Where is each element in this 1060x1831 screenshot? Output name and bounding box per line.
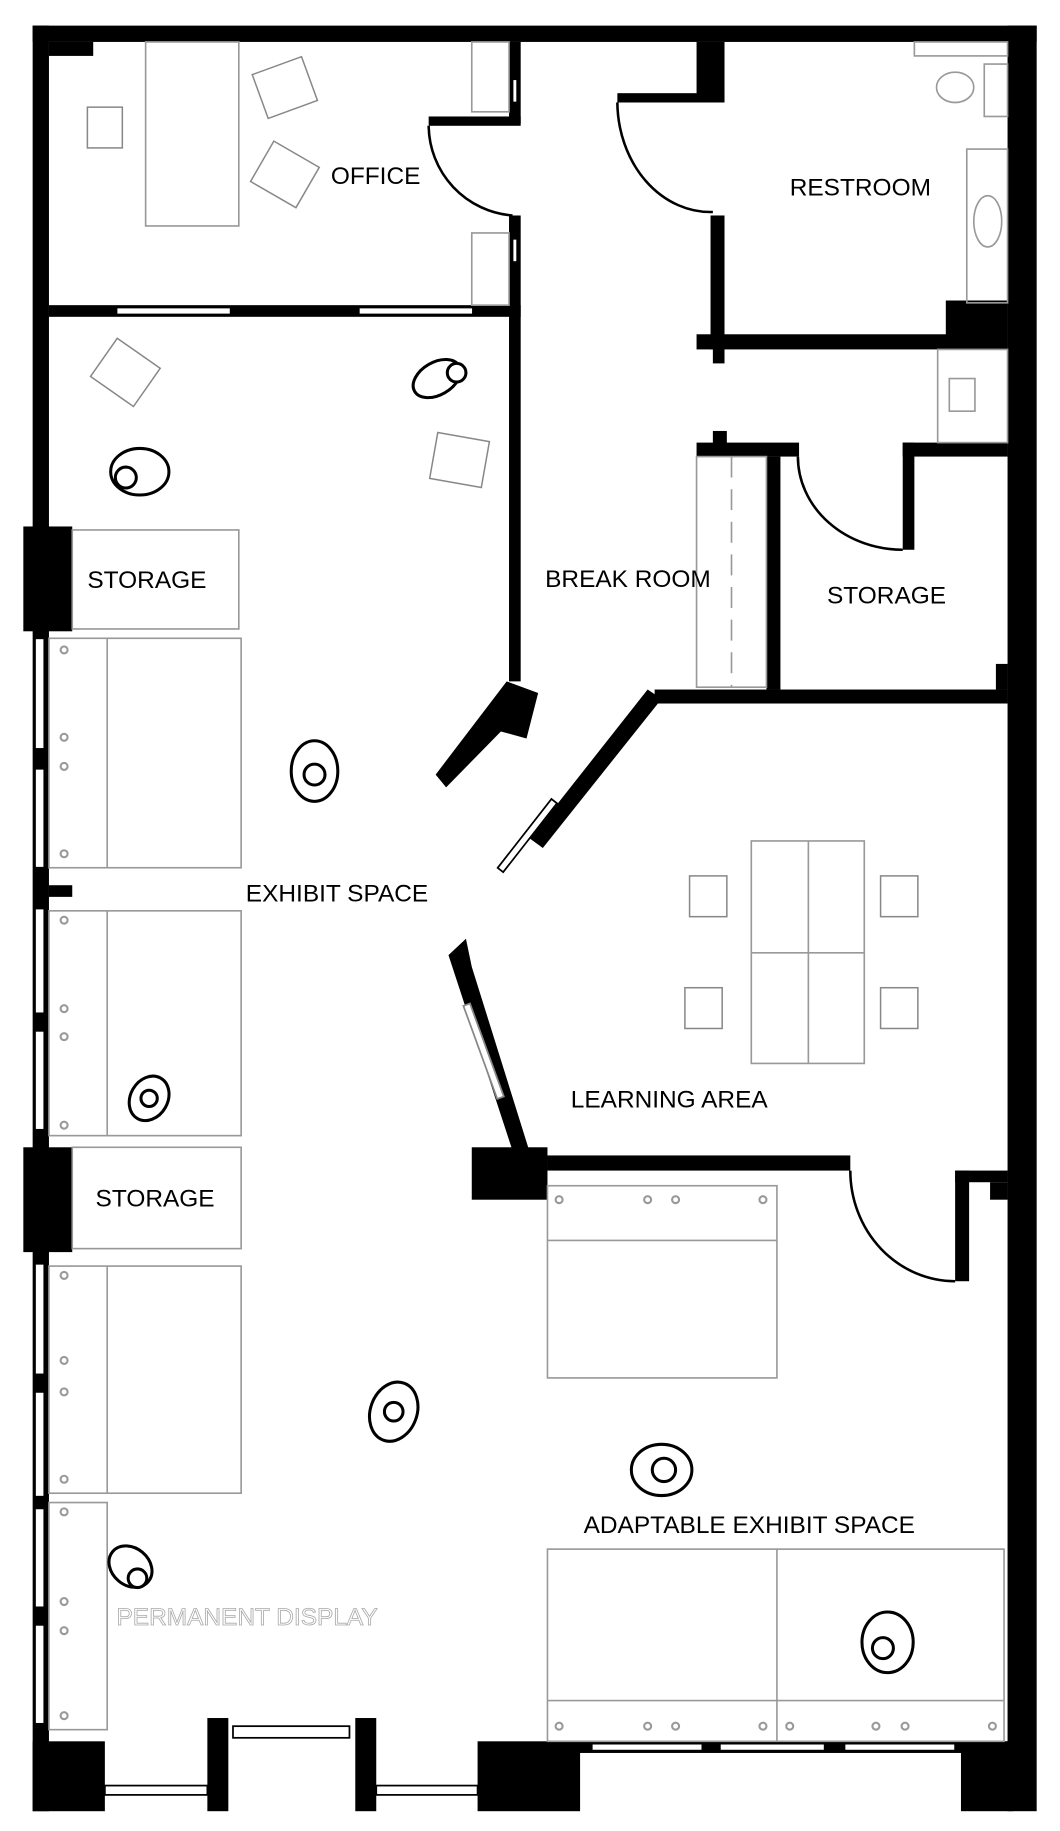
exterior-walls <box>23 25 1037 1812</box>
person-icon <box>411 357 468 400</box>
room-label-break-room: BREAK ROOM <box>545 566 711 593</box>
room-label-permanent-display: PERMANENT DISPLAY <box>117 1604 378 1631</box>
furniture <box>48 41 1009 1743</box>
room-label-learning-area: LEARNING AREA <box>571 1087 769 1114</box>
person-icon <box>289 739 340 803</box>
person-icon <box>107 1544 154 1590</box>
room-label-exhibit-space: EXHIBIT SPACE <box>246 881 428 908</box>
room-label-restroom: RESTROOM <box>790 175 931 202</box>
person-icon <box>367 1380 420 1443</box>
room-label-storage-right: STORAGE <box>827 582 946 609</box>
room-label-adaptable-exhibit-space: ADAPTABLE EXHIBIT SPACE <box>584 1512 915 1539</box>
room-label-storage-left-bottom: STORAGE <box>96 1186 215 1213</box>
room-label-storage-left-top: STORAGE <box>87 567 206 594</box>
person-icon <box>860 1610 915 1675</box>
door-swings <box>427 102 956 1283</box>
person-icon <box>629 1442 694 1498</box>
person-icon <box>127 1074 171 1123</box>
room-label-office: OFFICE <box>331 163 421 190</box>
interior-walls <box>48 41 1008 1282</box>
people-figures <box>107 357 915 1675</box>
person-icon <box>109 446 171 497</box>
